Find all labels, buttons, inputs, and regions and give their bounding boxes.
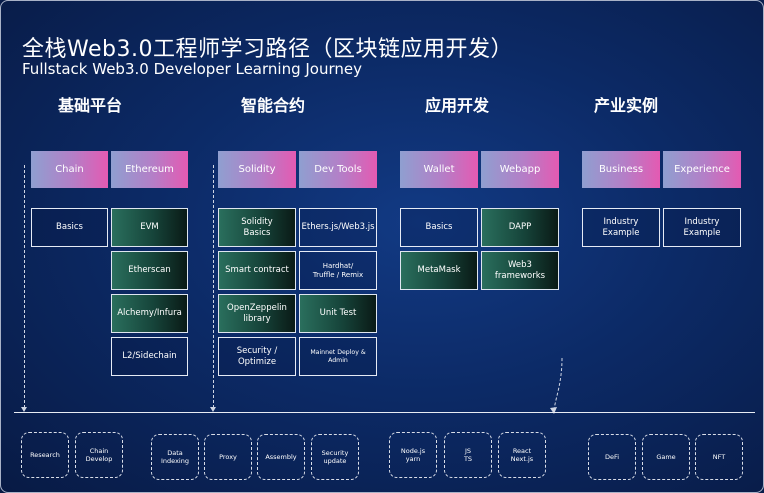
section-foundation: 基础平台: [58, 96, 123, 115]
header-solidity: Solidity: [218, 151, 296, 188]
arrow-down-icon: [21, 407, 27, 412]
header-business: Business: [582, 151, 660, 188]
connector-smart-contract: [213, 165, 214, 408]
box-security-update: Security update: [311, 434, 359, 480]
card-ethersjs-web3js: Ethers.js/Web3.js: [299, 208, 377, 247]
card-evm: EVM: [111, 208, 188, 247]
card-alchemy-infura: Alchemy/Infura: [111, 294, 188, 333]
box-chain-develop: Chain Develop: [75, 432, 123, 478]
box-research: Research: [21, 432, 69, 478]
card-mainnet-deploy-admin: Mainnet Deploy & Admin: [299, 337, 377, 376]
card-unit-test: Unit Test: [299, 294, 377, 333]
card-l2-sidechain: L2/Sidechain: [111, 337, 188, 376]
card-wallet-basics: Basics: [400, 208, 478, 247]
box-js-ts: JS TS: [444, 432, 492, 478]
card-etherscan: Etherscan: [111, 251, 188, 290]
header-chain: Chain: [31, 151, 108, 188]
box-nft: NFT: [695, 434, 743, 480]
header-wallet: Wallet: [400, 151, 478, 188]
card-openzeppelin: OpenZeppelin library: [218, 294, 296, 333]
section-smart-contract: 智能合约: [241, 96, 306, 115]
section-industry: 产业实例: [594, 96, 659, 115]
box-react-nextjs: React Next.js: [498, 432, 546, 478]
header-webapp: Webapp: [481, 151, 559, 188]
header-experience: Experience: [663, 151, 741, 188]
card-security-optimize: Security / Optimize: [218, 337, 296, 376]
box-game: Game: [642, 434, 690, 480]
section-app-dev: 应用开发: [425, 96, 490, 115]
box-proxy: Proxy: [204, 434, 252, 480]
divider-line: [14, 412, 755, 413]
card-chain-basics: Basics: [31, 208, 108, 247]
box-nodejs-yarn: Node.js yarn: [389, 432, 437, 478]
arrow-down-icon: [210, 407, 216, 412]
title-english: Fullstack Web3.0 Developer Learning Jour…: [22, 60, 362, 78]
card-metamask: MetaMask: [400, 251, 478, 290]
card-dapp: DAPP: [481, 208, 559, 247]
card-web3-frameworks: Web3 frameworks: [481, 251, 559, 290]
connector-foundation: [24, 165, 25, 408]
box-defi: DeFi: [588, 434, 636, 480]
card-smart-contract: Smart contract: [218, 251, 296, 290]
header-ethereum: Ethereum: [111, 151, 188, 188]
title-chinese: 全栈Web3.0工程师学习路径（区块链应用开发）: [22, 37, 513, 62]
connector-app-dev: [550, 358, 563, 414]
header-dev-tools: Dev Tools: [299, 151, 377, 188]
box-data-indexing: Data Indexing: [151, 434, 199, 480]
card-industry-example-1: Industry Example: [582, 208, 660, 247]
card-industry-example-2: Industry Example: [663, 208, 741, 247]
box-assembly: Assembly: [257, 434, 305, 480]
card-hardhat-truffle-remix: Hardhat/ Truffle / Remix: [299, 251, 377, 290]
card-solidity-basics: Solidity Basics: [218, 208, 296, 247]
